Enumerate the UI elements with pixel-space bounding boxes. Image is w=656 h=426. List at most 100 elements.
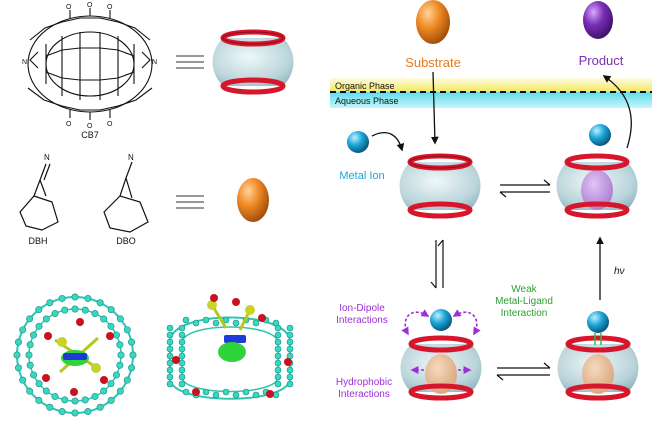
atom-dot <box>286 380 294 388</box>
atom-dot <box>242 388 250 396</box>
atom-dot <box>129 351 137 359</box>
empty-cage <box>400 156 481 216</box>
atom-dot <box>26 387 34 395</box>
equilibrium-arrows-top <box>499 179 551 198</box>
atom-dot <box>272 391 280 399</box>
atom-dot <box>212 391 220 399</box>
atom-dot <box>286 345 294 353</box>
atom-dot <box>51 310 59 318</box>
atom-dot <box>96 299 104 307</box>
substrate-arrow <box>430 71 439 145</box>
atom-dot <box>35 380 43 388</box>
atom-dot <box>107 306 115 314</box>
atom-dot <box>35 306 43 314</box>
atom-dot <box>71 293 79 301</box>
ion-dipole-label-1: Ion-Dipole <box>339 303 385 314</box>
atom-dot <box>58 408 66 416</box>
atom-dot <box>178 373 186 381</box>
atom-dot <box>166 331 174 339</box>
product-complex-cage <box>556 153 638 219</box>
atom-dot <box>286 338 294 346</box>
atom-dot <box>178 345 186 353</box>
atom-dot <box>274 373 282 381</box>
atom-dot <box>116 315 124 323</box>
hv-label: hν <box>614 266 625 277</box>
atom-dot <box>166 338 174 346</box>
atom-dot <box>166 366 174 374</box>
atom-dot <box>182 388 190 396</box>
atom-dot <box>286 331 294 339</box>
atom-dot <box>202 388 210 396</box>
atom-dot <box>178 366 186 374</box>
atom-dot <box>19 326 27 334</box>
atom-dot <box>166 352 174 360</box>
atom-dot <box>166 359 174 367</box>
atom-dot <box>232 319 240 327</box>
atom-dot <box>81 306 89 314</box>
atom-dot <box>42 387 50 395</box>
atom-dot <box>166 380 174 388</box>
hydrophobic-label-1: Hydrophobic <box>336 377 392 388</box>
equilibrium-arrows-vertical <box>430 239 444 289</box>
atom-dot <box>91 392 99 400</box>
product-release-arrow <box>602 75 632 149</box>
atom-dot <box>84 408 92 416</box>
atom-dot <box>71 397 79 405</box>
atom-dot <box>274 366 282 374</box>
atom-dot <box>274 345 282 353</box>
atom-dot <box>61 396 69 404</box>
atom-dot <box>252 391 260 399</box>
dbh-structure <box>19 163 59 231</box>
equivalence-sign-1 <box>176 55 204 69</box>
atom-dot <box>123 326 131 334</box>
organic-phase-label: Organic Phase <box>335 81 395 91</box>
atom-dot <box>71 305 79 313</box>
atom-dot <box>116 387 124 395</box>
ion-dipole-label-2: Interactions <box>336 315 388 326</box>
svg-text:O: O <box>107 4 113 11</box>
atom-dot <box>35 322 43 330</box>
atom-dot <box>14 338 22 346</box>
atom-dot <box>26 361 34 369</box>
svg-text:O: O <box>66 121 72 128</box>
metal-ion-on-product-cage <box>589 124 611 146</box>
atom-dot <box>286 366 294 374</box>
metal-ion-arrow <box>371 132 405 152</box>
atom-dot <box>178 338 186 346</box>
dbo-structure <box>103 161 149 233</box>
atom-dot <box>178 380 186 388</box>
atom-dot <box>91 310 99 318</box>
atom-dot <box>178 352 186 360</box>
atom-dot <box>232 391 240 399</box>
atom-dot <box>30 331 38 339</box>
product-ellipsoid <box>583 1 613 39</box>
atom-dot <box>46 403 54 411</box>
atom-dot <box>166 373 174 381</box>
atom-dot <box>128 338 136 346</box>
atom-dot <box>274 380 282 388</box>
atom-dot <box>212 319 220 327</box>
substrate-ellipsoid <box>416 0 450 44</box>
atom-dot <box>286 373 294 381</box>
weak-label-2: Metal-Ligand <box>495 296 553 307</box>
atom-dot <box>202 316 210 324</box>
atom-dot <box>116 341 124 349</box>
dbh-label: DBH <box>28 236 47 246</box>
atom-dot <box>274 352 282 360</box>
atom-dot <box>46 299 54 307</box>
atom-dot <box>178 331 186 339</box>
atom-dot <box>25 351 33 359</box>
weak-label-3: Interaction <box>501 308 548 319</box>
atom-dot <box>274 338 282 346</box>
substrate-label: Substrate <box>405 55 461 70</box>
svg-text:O: O <box>87 2 93 9</box>
equivalence-sign-2 <box>176 195 204 209</box>
metal-ion-sphere <box>347 131 369 153</box>
metal-ion-label: Metal Ion <box>339 170 384 182</box>
atom-dot <box>30 371 38 379</box>
svg-text:O: O <box>107 121 113 128</box>
dbo-label: DBO <box>116 236 136 246</box>
atom-dot <box>166 324 174 332</box>
atom-dot <box>117 351 125 359</box>
cb7-structure <box>27 8 153 120</box>
